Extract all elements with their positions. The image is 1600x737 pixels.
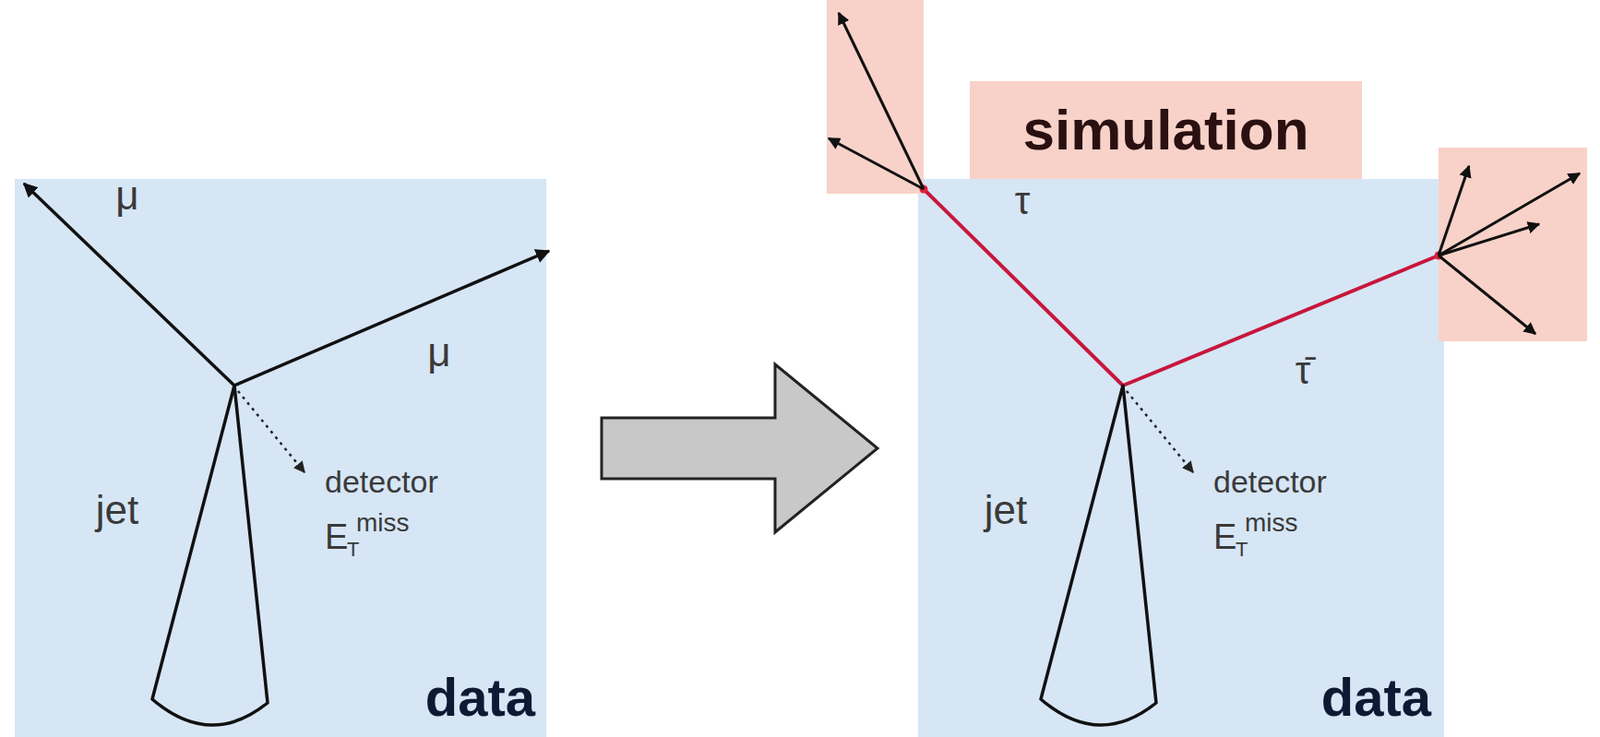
simulation-region bbox=[1438, 147, 1588, 342]
met-superscript: miss bbox=[1244, 510, 1299, 537]
decay-product bbox=[1438, 224, 1540, 256]
node-text: data bbox=[1321, 670, 1432, 725]
jet-label: jet bbox=[95, 489, 139, 531]
decay-product bbox=[1438, 166, 1469, 256]
simulation-region bbox=[826, 0, 924, 194]
decay-product bbox=[828, 138, 924, 190]
detector-label: detector bbox=[324, 465, 439, 498]
met-superscript: miss bbox=[356, 510, 410, 537]
met-subscript: T bbox=[1235, 539, 1248, 561]
node-text: simulation bbox=[1022, 101, 1309, 159]
data-panel: data bbox=[14, 179, 547, 737]
particle-label: μ bbox=[427, 332, 451, 373]
jet-label: jet bbox=[984, 489, 1027, 531]
decay-product bbox=[838, 12, 924, 190]
detector-label: detector bbox=[1213, 465, 1327, 498]
block-arrow bbox=[601, 364, 878, 533]
particle-label: μ bbox=[115, 175, 139, 216]
node-text: data bbox=[425, 670, 536, 725]
met-symbol: E bbox=[1213, 519, 1237, 555]
simulation-box: simulation bbox=[969, 81, 1362, 180]
decay-product bbox=[1438, 173, 1580, 256]
met-subscript: T bbox=[346, 539, 359, 561]
particle-label: τ bbox=[1014, 181, 1031, 221]
decay-product bbox=[1438, 255, 1536, 335]
particle-label: τ̄ bbox=[1295, 351, 1312, 391]
met-symbol: E bbox=[324, 519, 348, 555]
